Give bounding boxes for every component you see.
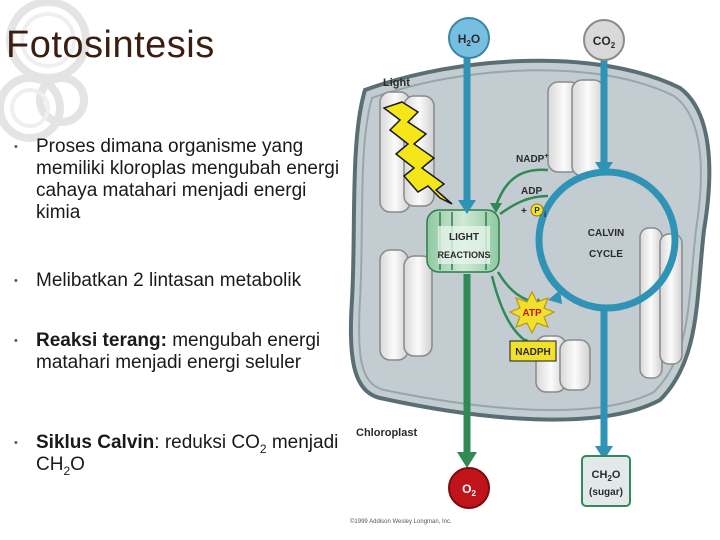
bullet-dot: • [14, 335, 18, 347]
adp-label: ADP [521, 186, 542, 197]
subscript: 2 [259, 441, 267, 456]
bullet-rest: menjadi CH [36, 432, 339, 475]
chloroplast-label: Chloroplast [356, 427, 417, 439]
bullet-text: Melibatkan 2 lintasan metabolik [36, 270, 302, 291]
sugar-formula: CH2O [592, 469, 621, 483]
arrowhead [458, 200, 476, 214]
bullet-bold-term: Reaksi terang: [36, 330, 167, 351]
calvin-cycle-label-line2: CYCLE [589, 249, 623, 260]
arrowhead [490, 203, 502, 213]
bullet-rest: : reduksi CO [154, 432, 260, 453]
bullet-dot: • [14, 437, 18, 449]
bullet-rest: O [70, 454, 85, 475]
arrowhead [457, 452, 477, 468]
grana-label-bg [438, 226, 490, 264]
o2-molecule [448, 467, 490, 509]
phosphate-subscript: i [544, 210, 546, 219]
phosphate-symbol: P [534, 206, 540, 215]
arrowhead [595, 446, 613, 460]
flow-arrows-blue [463, 56, 608, 448]
subscript: 2 [63, 463, 71, 478]
photosynthesis-diagram: H2O CO2 O2 CH2O (sugar) ATP NADPH Light … [348, 17, 712, 525]
bullet-dot: • [14, 141, 18, 153]
bullet-item-4: • Siklus Calvin: reduksi CO2 menjadi CH2… [14, 432, 350, 478]
sugar-label: (sugar) [589, 487, 623, 498]
light-reactions-label-line1: LIGHT [449, 232, 479, 243]
light-reactions-label-line2: REACTIONS [437, 250, 490, 260]
nadph-label: NADPH [515, 347, 551, 358]
bullet-text: Proses dimana organisme yang memiliki kl… [36, 136, 340, 223]
bullet-text: Reaksi terang: mengubah energi matahari … [36, 330, 350, 374]
bullet-rest: mengubah energi matahari menjadi energi … [36, 330, 321, 373]
bullet-item-2: • Melibatkan 2 lintasan metabolik [14, 270, 350, 292]
h2o-molecule [448, 17, 490, 59]
chloroplast-inner-membrane [358, 69, 702, 412]
light-bolt-icon [382, 101, 453, 205]
calvin-cycle-ring [535, 168, 679, 312]
phosphate-label: + [521, 206, 527, 217]
co2-label: CO2 [593, 34, 616, 50]
slide-title: Fotosintesis [6, 24, 215, 66]
atp-label: ATP [522, 308, 542, 319]
bullet-dot: • [14, 275, 18, 287]
copyright-note: ©1999 Addison Wesley Longman, Inc. [350, 518, 452, 525]
nadp-label: NADP+ [516, 153, 548, 165]
bullet-text: Siklus Calvin: reduksi CO2 menjadi CH2O [36, 432, 350, 478]
nadph-box [509, 340, 557, 362]
co2-molecule [583, 19, 625, 61]
o2-label: O2 [462, 482, 476, 498]
bullet-item-3: • Reaksi terang: mengubah energi matahar… [14, 330, 350, 374]
phosphate-icon [530, 203, 544, 217]
chloroplast-outer-membrane [348, 58, 712, 422]
arrowhead [595, 162, 613, 176]
light-label: Light [383, 77, 410, 89]
sugar-box [581, 455, 631, 507]
h2o-label: H2O [458, 32, 480, 48]
bullet-item-1: • Proses dimana organisme yang memiliki … [14, 136, 350, 224]
atp-star-icon [508, 290, 556, 335]
bullet-bold-term: Siklus Calvin [36, 432, 155, 453]
calvin-cycle-arrowhead [548, 290, 562, 304]
calvin-cycle-label-line1: CALVIN [588, 228, 624, 239]
